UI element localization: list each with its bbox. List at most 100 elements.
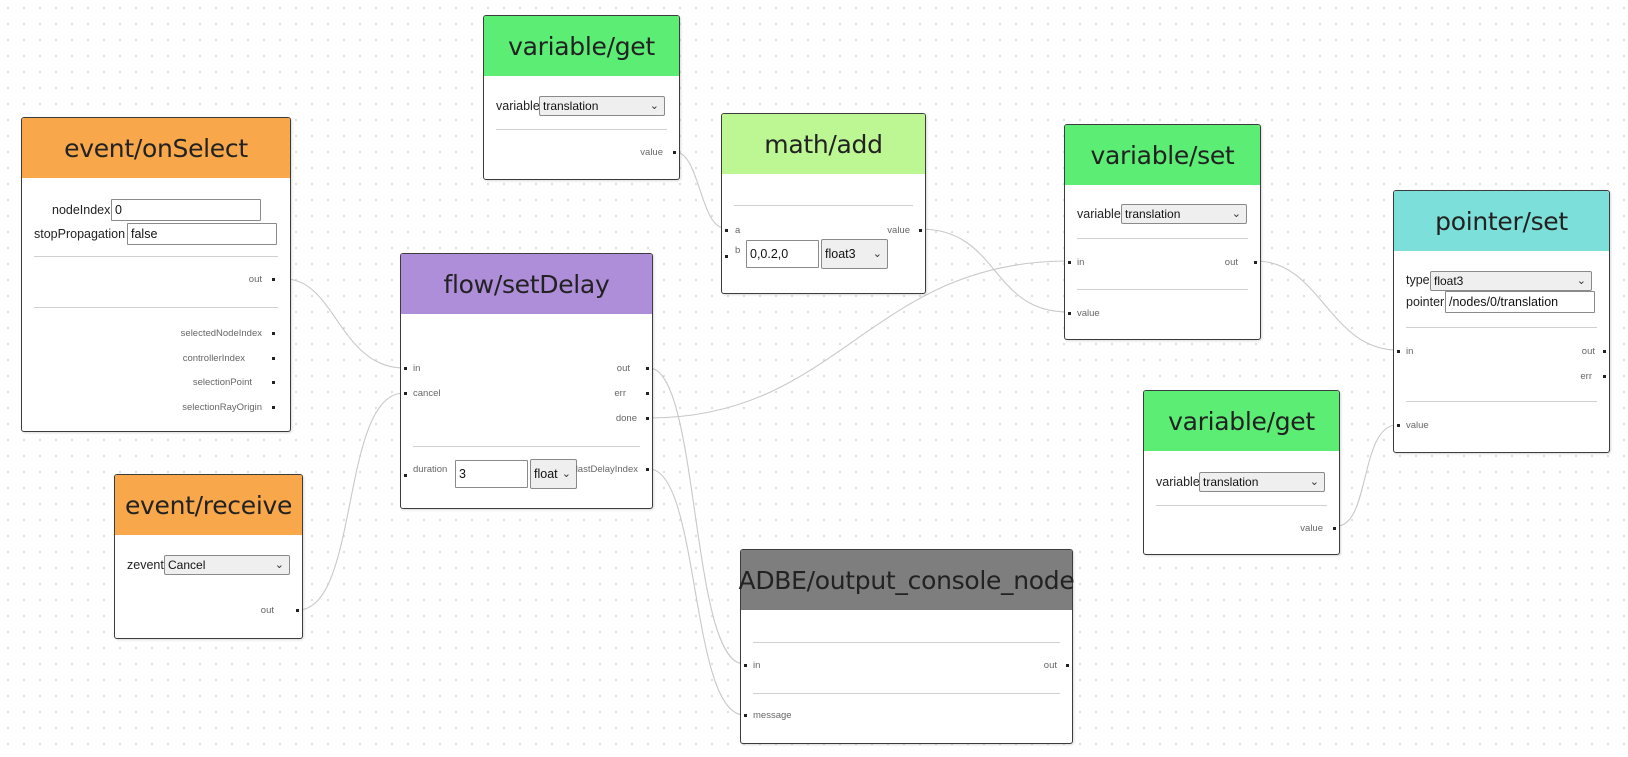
socket-icon[interactable]: [673, 151, 676, 154]
port-label-value: value: [887, 225, 910, 236]
socket-icon[interactable]: [272, 357, 275, 360]
socket-icon[interactable]: [1066, 664, 1069, 667]
socket-icon[interactable]: [646, 417, 649, 420]
socket-icon[interactable]: [744, 664, 747, 667]
chevron-down-icon: ⌄: [1309, 476, 1319, 488]
node-event-onselect[interactable]: event/onSelect nodeIndex 0 stopPropagati…: [21, 117, 291, 432]
socket-icon[interactable]: [404, 474, 407, 477]
port-label-cancel: cancel: [413, 388, 441, 399]
socket-icon[interactable]: [646, 367, 649, 370]
socket-icon[interactable]: [272, 332, 275, 335]
variable-value: translation: [1125, 207, 1181, 221]
node-title[interactable]: variable/get: [484, 16, 679, 76]
socket-icon[interactable]: [1068, 312, 1071, 315]
node-math-add[interactable]: math/add a value b 0,0.2,0 float3 ⌄: [721, 113, 926, 294]
port-label-value: value: [1300, 523, 1323, 534]
duration-input[interactable]: 3: [455, 460, 528, 488]
node-index-input[interactable]: 0: [111, 199, 261, 221]
port-label-selected-node-index: selectedNodeIndex: [180, 328, 262, 339]
b-type-value: float3: [825, 247, 856, 261]
chevron-down-icon: ⌄: [561, 468, 571, 480]
node-title[interactable]: variable/set: [1065, 125, 1260, 185]
port-label-err: err: [614, 388, 626, 399]
stop-propagation-label: stopPropagation: [34, 227, 126, 241]
divider: [753, 642, 1060, 643]
duration-type-select[interactable]: float ⌄: [530, 459, 577, 489]
socket-icon[interactable]: [404, 367, 407, 370]
port-label-out: out: [248, 274, 262, 285]
divider: [496, 129, 667, 130]
port-label-last-delay-index: lastDelayIndex: [575, 464, 638, 475]
socket-icon[interactable]: [646, 392, 649, 395]
node-title[interactable]: pointer/set: [1394, 191, 1609, 251]
b-type-select[interactable]: float3 ⌄: [821, 239, 888, 269]
socket-icon[interactable]: [272, 278, 275, 281]
node-title[interactable]: math/add: [722, 114, 925, 174]
node-event-receive[interactable]: event/receive zevent Cancel ⌄ out: [114, 474, 303, 639]
divider: [1406, 327, 1597, 328]
node-variable-get-top[interactable]: variable/get variable translation ⌄ valu…: [483, 15, 680, 180]
node-title[interactable]: event/onSelect: [22, 118, 290, 178]
port-label-out: out: [1224, 257, 1238, 268]
socket-icon[interactable]: [1333, 527, 1336, 530]
stop-propagation-input[interactable]: false: [127, 223, 277, 245]
zevent-select[interactable]: Cancel ⌄: [164, 555, 290, 575]
chevron-down-icon: ⌄: [1231, 208, 1241, 220]
socket-icon[interactable]: [1603, 350, 1606, 353]
socket-icon[interactable]: [744, 714, 747, 717]
wire-setdelay-lastdelay-to-console-message: [648, 468, 745, 716]
node-title[interactable]: ADBE/output_console_node: [739, 550, 1075, 610]
chevron-down-icon: ⌄: [1576, 275, 1586, 287]
port-label-out: out: [1043, 660, 1057, 671]
wire-add-value-to-varset-value: [919, 228, 1069, 313]
node-pointer-set[interactable]: pointer/set type float3 ⌄ pointer /nodes…: [1393, 190, 1610, 453]
socket-icon[interactable]: [404, 392, 407, 395]
node-variable-get-bottom[interactable]: variable/get variable translation ⌄ valu…: [1143, 390, 1340, 555]
node-flow-setdelay[interactable]: flow/setDelay in out cancel err done dur…: [400, 253, 653, 509]
socket-icon[interactable]: [272, 381, 275, 384]
port-label-value: value: [1077, 308, 1100, 319]
port-label-out: out: [260, 605, 274, 616]
wire-varset-out-to-pointerset-in: [1255, 260, 1398, 351]
node-title[interactable]: event/receive: [115, 475, 302, 535]
type-select[interactable]: float3 ⌄: [1430, 271, 1592, 291]
socket-icon[interactable]: [646, 468, 649, 471]
divider: [34, 307, 278, 308]
socket-icon[interactable]: [725, 255, 728, 258]
socket-icon[interactable]: [1254, 261, 1257, 264]
node-title[interactable]: flow/setDelay: [401, 254, 652, 314]
zevent-value: Cancel: [168, 558, 206, 572]
port-label-in: in: [1406, 346, 1414, 357]
port-label-value: value: [1406, 420, 1429, 431]
socket-icon[interactable]: [919, 229, 922, 232]
socket-icon[interactable]: [296, 609, 299, 612]
socket-icon[interactable]: [725, 229, 728, 232]
variable-select[interactable]: translation ⌄: [539, 96, 665, 116]
pointer-label: pointer: [1406, 295, 1445, 309]
zevent-label: zevent: [127, 558, 164, 572]
type-value: float3: [1434, 274, 1464, 288]
duration-type-value: float: [534, 467, 558, 481]
node-title[interactable]: variable/get: [1144, 391, 1339, 451]
divider: [413, 446, 640, 447]
node-output-console[interactable]: ADBE/output_console_node in out message: [739, 549, 1075, 744]
port-label-value: value: [640, 147, 663, 158]
variable-select[interactable]: translation ⌄: [1199, 472, 1325, 492]
socket-icon[interactable]: [1603, 375, 1606, 378]
socket-icon[interactable]: [1397, 424, 1400, 427]
chevron-down-icon: ⌄: [274, 559, 284, 571]
socket-icon[interactable]: [272, 406, 275, 409]
variable-select[interactable]: translation ⌄: [1121, 204, 1247, 224]
variable-label: variable: [1077, 207, 1121, 221]
port-label-out: out: [1581, 346, 1595, 357]
node-variable-set[interactable]: variable/set variable translation ⌄ in o…: [1064, 124, 1261, 340]
socket-icon[interactable]: [1068, 261, 1071, 264]
b-value-input[interactable]: 0,0.2,0: [746, 240, 819, 268]
port-label-b: b: [735, 245, 741, 256]
port-label-in: in: [413, 363, 421, 374]
chevron-down-icon: ⌄: [649, 100, 659, 112]
pointer-input[interactable]: /nodes/0/translation: [1445, 291, 1595, 313]
type-label: type: [1406, 273, 1430, 287]
divider: [1077, 238, 1248, 239]
socket-icon[interactable]: [1397, 350, 1400, 353]
